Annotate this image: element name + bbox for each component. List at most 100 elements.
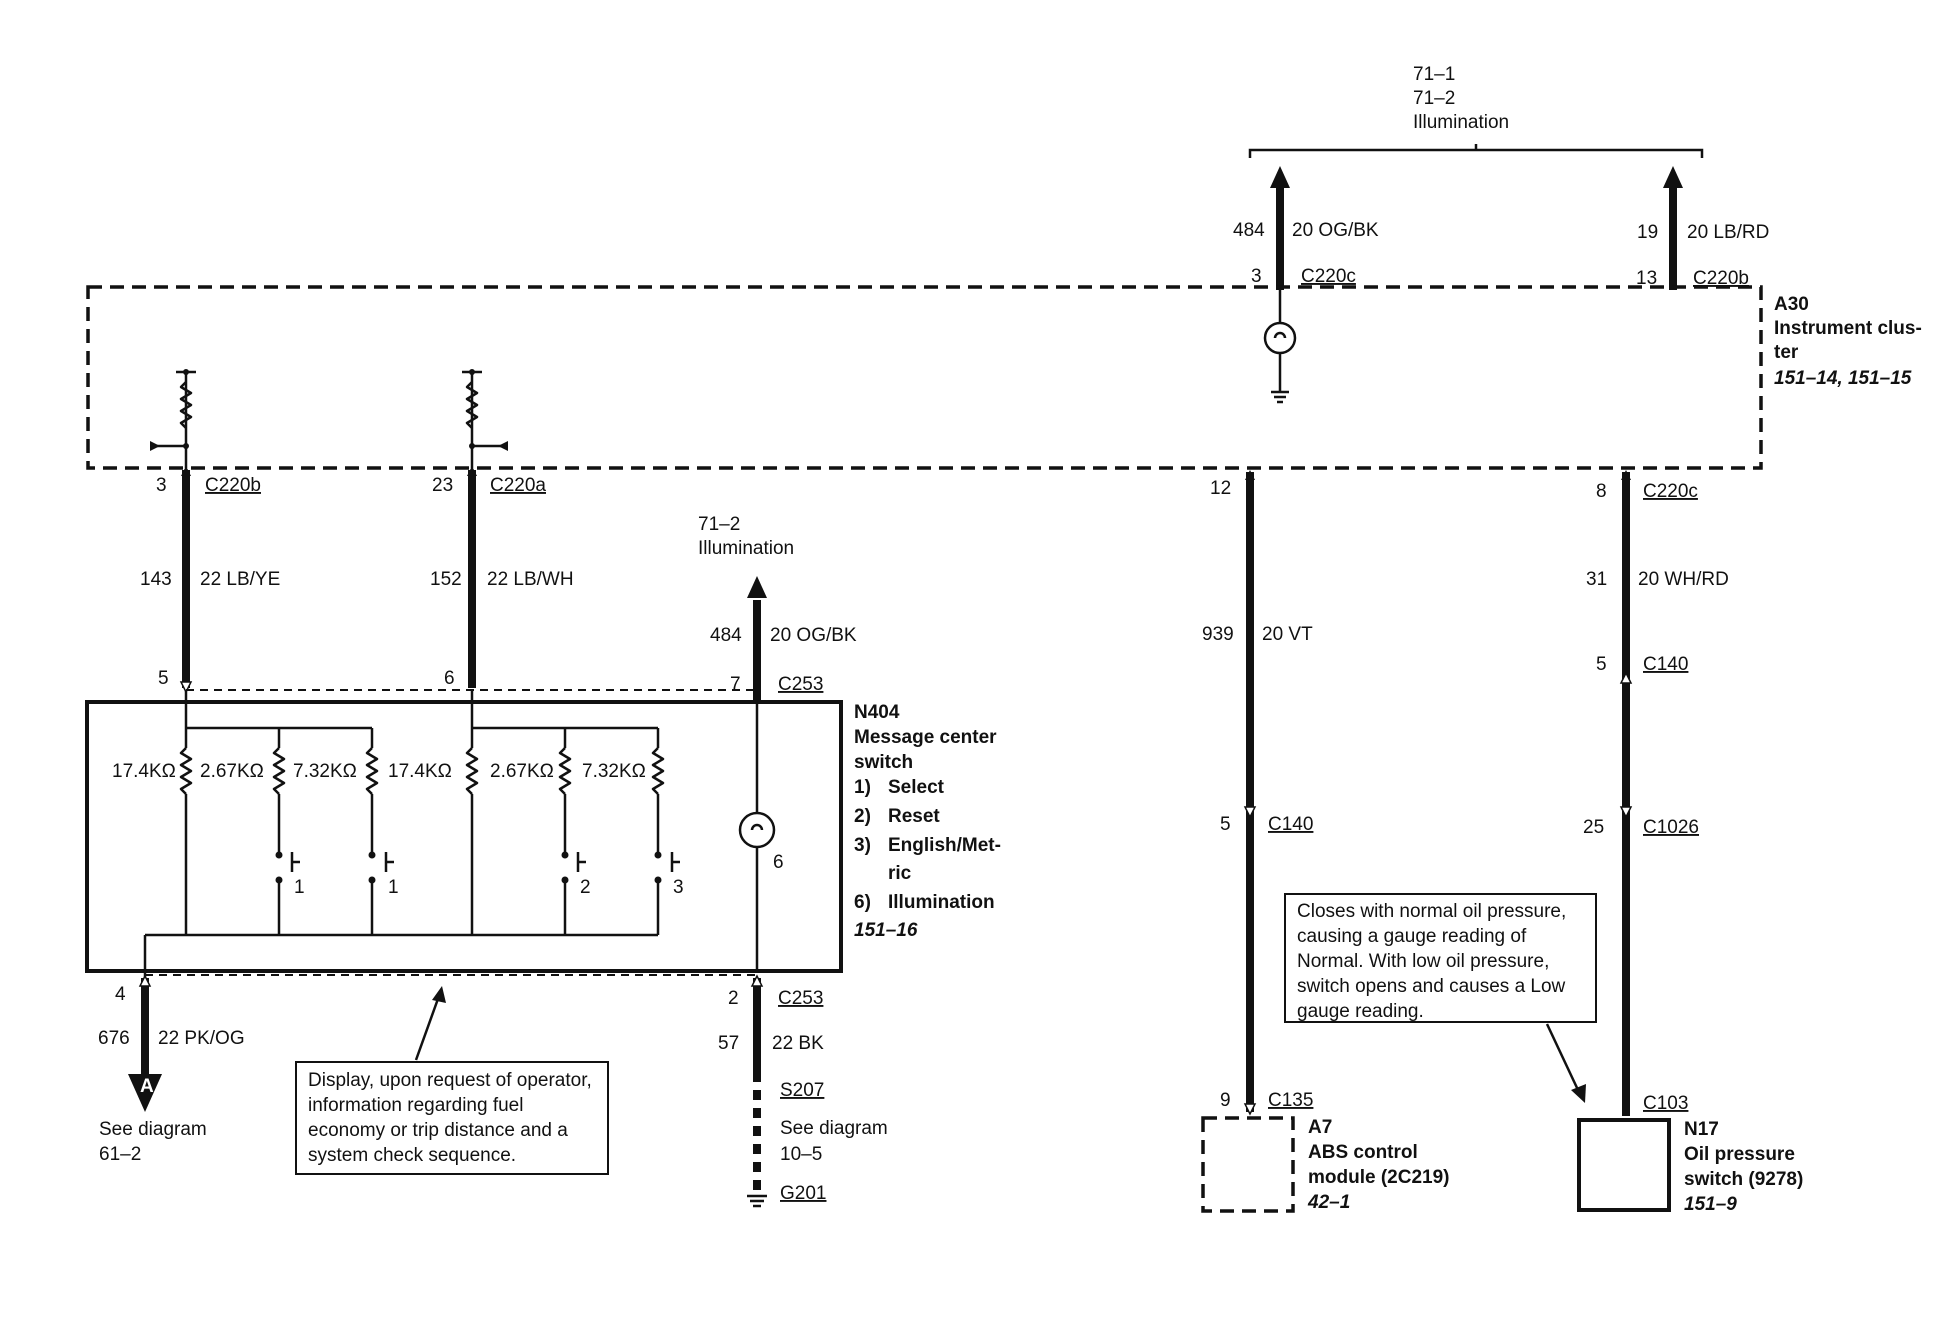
pointer-arrow-icon — [1571, 1084, 1586, 1103]
pin-bottom: 6 — [444, 668, 455, 689]
pin-mid1: 5 — [1596, 654, 1607, 675]
function-label: Select — [888, 777, 945, 798]
cluster-label: A30 Instrument clus- ter 151–14, 151–15 — [1774, 294, 1922, 389]
wire-31: 8 C220c 31 20 WH/RD 5 C140 25 C1026 C103 — [1583, 470, 1729, 1116]
note-box — [1284, 893, 1597, 1023]
pin-top: 12 — [1210, 478, 1231, 499]
note-line: information regarding fuel — [308, 1095, 523, 1116]
abs-name-1: ABS control — [1308, 1142, 1418, 1163]
pin-top: 8 — [1596, 481, 1607, 502]
switch-name-2: switch — [854, 752, 913, 773]
wire-676: A 4 676 22 PK/OG See diagram 61–2 — [98, 974, 245, 1165]
connector-mid1: C140 — [1643, 654, 1688, 675]
pin-number: 3 — [1251, 266, 1262, 287]
note-line: Display, upon request of operator, — [308, 1070, 592, 1091]
circuit-number: 484 — [1233, 220, 1265, 241]
connector-top: C220b — [205, 475, 261, 496]
switch-id: N404 — [854, 702, 900, 723]
resistor-value: 7.32KΩ — [582, 761, 646, 782]
connector-mid2: C1026 — [1643, 817, 1699, 838]
circuit-number: 484 — [710, 625, 742, 646]
resistor-value: 7.32KΩ — [293, 761, 357, 782]
pin-number: 2 — [728, 988, 739, 1009]
function-label: Illumination — [888, 892, 995, 913]
function-num: 2) — [854, 806, 871, 827]
switch-ref: 151–16 — [854, 920, 918, 941]
ground-icon — [1271, 390, 1289, 404]
note-line: gauge reading. — [1297, 1001, 1424, 1022]
cluster-name-1: Instrument clus- — [1774, 318, 1922, 339]
pin-number: 4 — [115, 984, 126, 1005]
resistor-value: 17.4KΩ — [112, 761, 176, 782]
switch-label: N404 Message center switch 1) Select 2) … — [854, 702, 1001, 941]
resistor-value: 2.67KΩ — [200, 761, 264, 782]
oil-switch-box — [1577, 1118, 1671, 1212]
splice-id: S207 — [780, 1080, 824, 1101]
wire-color: 22 LB/WH — [487, 569, 574, 590]
connector-id: C253 — [778, 988, 823, 1009]
arrow-up-icon — [1663, 166, 1683, 188]
switch-number: 1 — [388, 877, 399, 898]
illum-ref-2: Illumination — [698, 538, 794, 559]
tap-arrow-icon — [498, 441, 508, 451]
switch-internals — [143, 690, 776, 985]
wire-color: 20 VT — [1262, 624, 1313, 645]
pin-top: 23 — [432, 475, 453, 496]
ref-71-1: 71–1 — [1413, 64, 1455, 85]
top-wire-right: 19 20 LB/RD 13 C220b — [1636, 166, 1769, 290]
oil-pressure-note: Closes with normal oil pressure, causing… — [1284, 893, 1597, 1103]
see-diagram: See diagram — [780, 1118, 888, 1139]
function-num: 3) — [854, 835, 871, 856]
resistor-labels: 17.4KΩ 2.67KΩ 7.32KΩ 17.4KΩ 2.67KΩ 7.32K… — [112, 761, 784, 898]
function-num: 1) — [854, 777, 871, 798]
note-box — [295, 1061, 609, 1175]
note-line: Closes with normal oil pressure, — [1297, 901, 1566, 922]
oil-pressure-switch: N17 Oil pressure switch (9278) 151–9 — [1577, 1118, 1803, 1215]
ground-id: G201 — [780, 1183, 826, 1204]
arrow-up-icon — [1270, 166, 1290, 188]
flag-arrow-icon — [128, 1074, 162, 1112]
pin-top: 3 — [156, 475, 167, 496]
note-line: causing a gauge reading of — [1297, 926, 1527, 947]
oil-ref: 151–9 — [1684, 1194, 1737, 1215]
wire-color: 22 BK — [772, 1033, 824, 1054]
pointer-arrow-icon — [432, 986, 446, 1003]
switch-number: 3 — [673, 877, 684, 898]
function-label: English/Met- — [888, 835, 1001, 856]
display-note: Display, upon request of operator, infor… — [295, 986, 609, 1175]
lamp-icon — [1263, 321, 1297, 355]
top-bracket — [1248, 148, 1704, 158]
cluster-resistor-1 — [150, 369, 196, 468]
see-diagram-ref: 10–5 — [780, 1144, 822, 1165]
switch-name-1: Message center — [854, 727, 997, 748]
wire-color: 20 OG/BK — [1292, 220, 1379, 241]
pointer-line — [414, 995, 441, 1061]
abs-control-module: A7 ABS control module (2C219) 42–1 — [1201, 1116, 1449, 1213]
connector-bottom: C135 — [1268, 1090, 1313, 1111]
switch-number: 1 — [294, 877, 305, 898]
connector-top: C220a — [490, 475, 546, 496]
connector-top: C220c — [1643, 481, 1698, 502]
cluster-name-2: ter — [1774, 342, 1799, 363]
pin-mid2: 25 — [1583, 817, 1604, 838]
abs-id: A7 — [1308, 1117, 1332, 1138]
wire-57-ground: 2 C253 57 22 BK S207 See diagram 10–5 G2… — [718, 974, 888, 1208]
abs-name-2: module (2C219) — [1308, 1167, 1449, 1188]
wire-143: 3 C220b 143 22 LB/YE 5 — [140, 466, 280, 694]
abs-ref: 42–1 — [1307, 1192, 1350, 1213]
function-label: ric — [888, 863, 912, 884]
circuit-number: 676 — [98, 1028, 130, 1049]
function-label: Reset — [888, 806, 940, 827]
cluster-lamp — [1263, 290, 1297, 404]
note-line: switch opens and causes a Low — [1297, 976, 1566, 997]
see-diagram-ref: 61–2 — [99, 1144, 141, 1165]
circuit-number: 19 — [1637, 222, 1658, 243]
resistor-value: 2.67KΩ — [490, 761, 554, 782]
abs-module-box — [1201, 1116, 1295, 1213]
oil-id: N17 — [1684, 1119, 1719, 1140]
tap-arrow-icon — [150, 441, 160, 451]
flag-letter: A — [140, 1076, 154, 1097]
note-line: economy or trip distance and a — [308, 1120, 568, 1141]
instrument-cluster-boundary — [86, 285, 1763, 470]
cluster-resistor-2 — [462, 369, 508, 468]
